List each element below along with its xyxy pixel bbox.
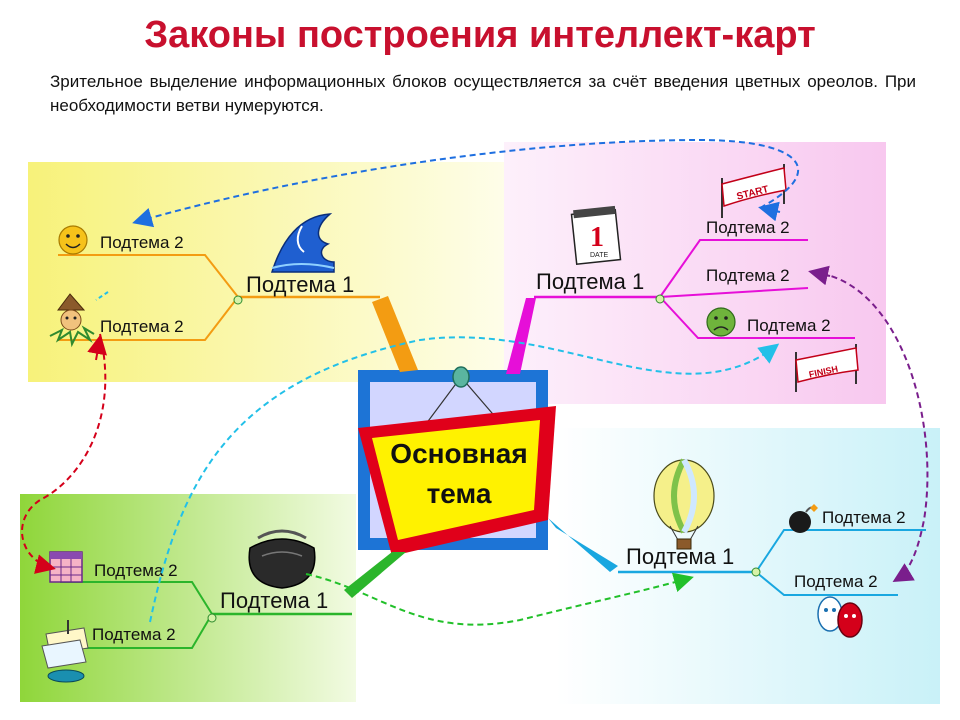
topic-top-left-sub-1: Подтема 2 [100,233,184,252]
trunk-top-left [372,296,418,372]
central-topic: Основная тема [358,366,556,556]
halo-bottom-left [20,494,356,702]
wave-icon [270,213,335,273]
trunk-bottom-right [548,518,618,572]
slide-title: Законы построения интеллект-карт [144,14,816,56]
topic-top-right-sub-3: Подтема 2 [747,316,831,335]
topic-bottom-left-sub-2: Подтема 2 [92,625,176,644]
branch-top-left: Подтема 1 Подтема 2 Подтема 2 [49,213,380,348]
topic-top-right-sub-1: Подтема 2 [706,218,790,237]
arrow-cyan-bottom-left-to-top-right [149,336,780,623]
topic-bottom-left-sub-1: Подтема 2 [94,561,178,580]
bomb-icon [789,504,818,533]
central-topic-label-line1: Основная [390,438,527,469]
slide-subtitle: Зрительное выделение информационных блок… [50,72,916,115]
branch-bottom-right: Подтема 1 Подтема 2 Подтема 2 [618,458,926,638]
topic-top-left-sub-2: Подтема 2 [100,317,184,336]
arrow-red-top-left-to-bottom-left [21,333,107,574]
balloon-icon [653,458,715,550]
topic-bottom-left-main: Подтема 1 [220,588,328,613]
purse-icon [248,529,316,589]
central-topic-knob [452,366,470,388]
arrow-cyan-top-left-stub [95,291,109,301]
topic-top-left-main: Подтема 1 [246,272,354,297]
central-topic-label-line2: тема [427,478,492,509]
smiley-icon [58,225,88,255]
topic-bottom-right-sub-2: Подтема 2 [794,572,878,591]
calendar-icon-text: DATE [590,252,608,259]
arrow-purple-reverse-head [808,265,831,286]
arrow-green-purse-to-balloon [305,572,694,626]
topic-top-right-sub-2: Подтема 2 [706,266,790,285]
scarecrow-icon [49,293,95,348]
topic-bottom-right-sub-1: Подтема 2 [822,508,906,527]
arrow-red-reverse-head [87,334,107,361]
svg-text:1: 1 [590,222,604,253]
papers-icon [41,620,89,683]
arrow-purple-top-right-to-bottom-right [811,271,929,583]
table-icon [49,551,83,583]
calendar-icon: 1 DATE [570,205,622,265]
branch-top-right: Подтема 1 Подтема 2 Подтема 2 Подтема 2 … [534,164,859,392]
topic-top-right-main: Подтема 1 [536,269,644,294]
trunk-top-right [506,298,536,374]
trunk-bottom-left [344,552,406,598]
arrow-blue-start-tail [758,201,781,222]
masks-icon [817,596,863,638]
halo-bottom-right [556,428,940,704]
sad-face-icon [706,307,736,337]
